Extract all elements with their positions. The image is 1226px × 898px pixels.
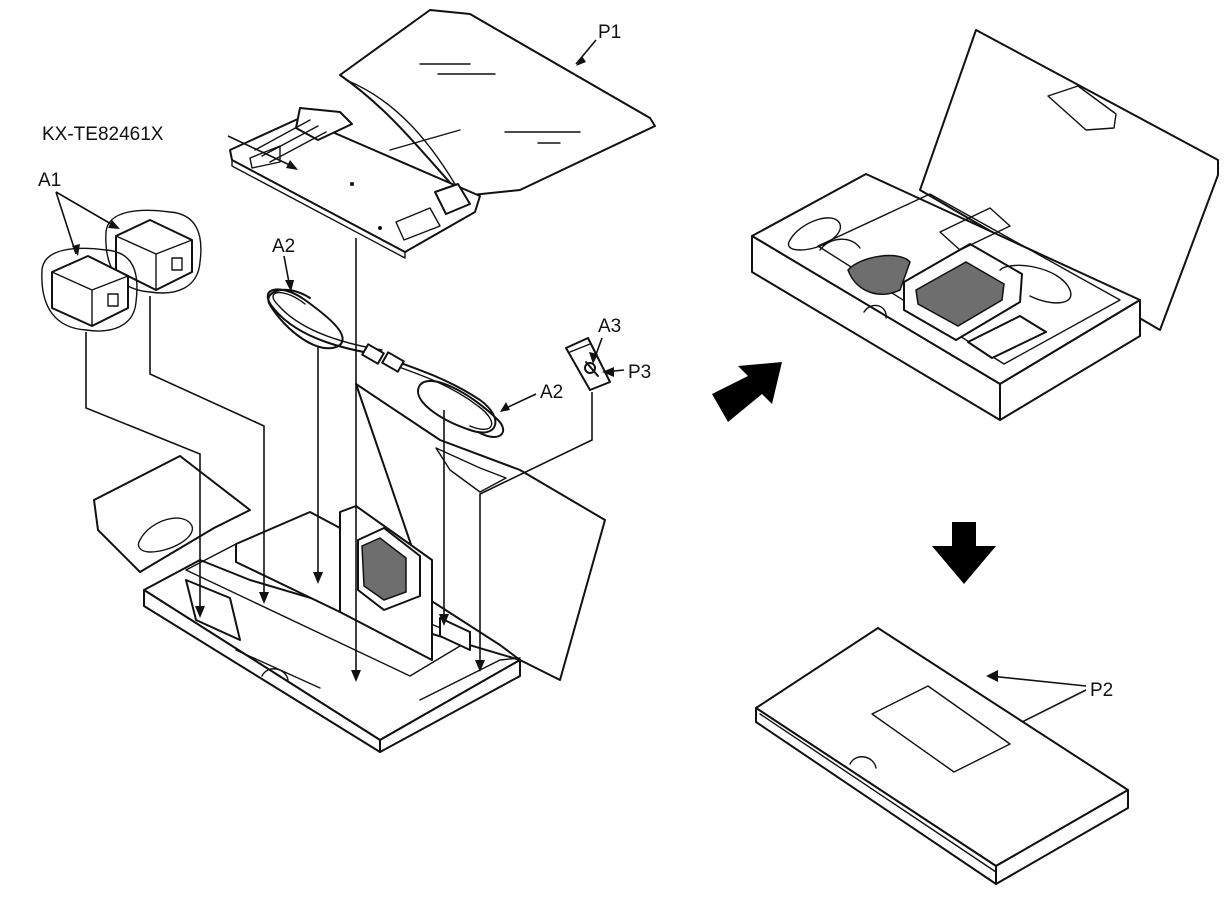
label-a3: A3 (598, 316, 621, 337)
label-a1: A1 (38, 170, 61, 191)
label-a2-bottom: A2 (540, 382, 563, 403)
cable-a2-upper (266, 288, 385, 365)
label-p1: P1 (598, 22, 621, 43)
circuit-board (229, 107, 481, 259)
packed-box-closed (755, 627, 1129, 885)
placement-lines (55, 39, 1087, 741)
ferrite-core-a1-front (41, 247, 138, 332)
label-a2-top: A2 (272, 236, 295, 257)
arrow-down-icon (932, 522, 996, 584)
protective-bag-p1 (339, 9, 656, 197)
open-box-left (93, 383, 606, 753)
packed-box-open (751, 29, 1219, 421)
screw-a3 (584, 361, 599, 377)
label-area-p2 (871, 685, 1011, 773)
label-board: KX-TE82461X (42, 124, 164, 145)
cable-a2-lower (381, 351, 505, 438)
label-p3: P3 (628, 362, 651, 383)
label-p2: P2 (1090, 680, 1113, 701)
arrow-right-icon (712, 362, 782, 422)
